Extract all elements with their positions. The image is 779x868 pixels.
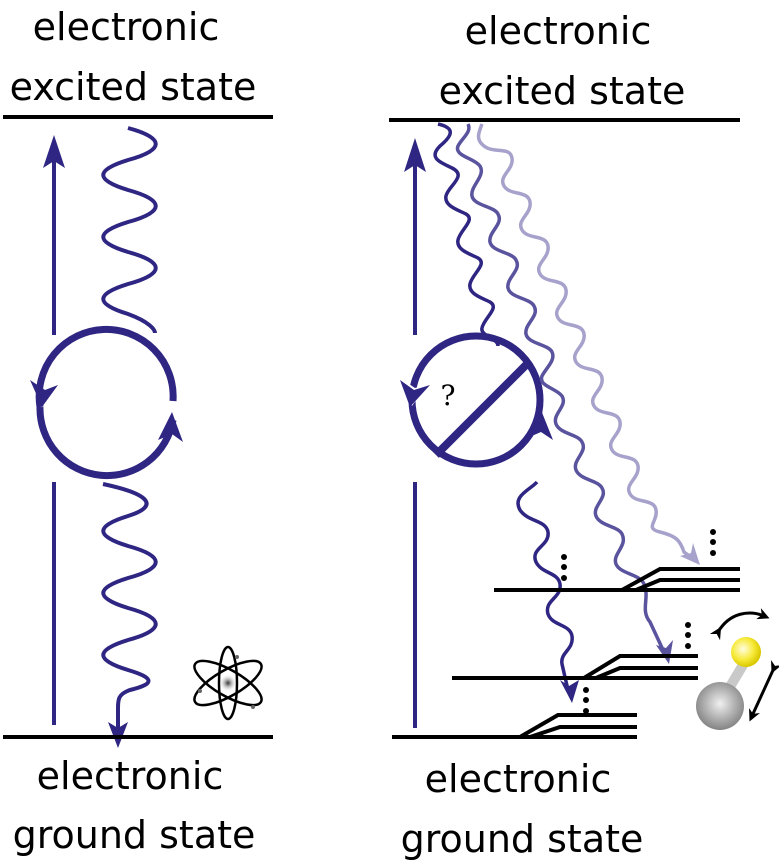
vertical-dots-mid-upper (561, 554, 567, 581)
right-cycle-slash (433, 360, 531, 458)
right-top-label-line1: electronic (465, 9, 652, 53)
left-panel: electronic excited state electronic gr (3, 5, 273, 857)
right-panel: electronic excited state ? (389, 9, 779, 861)
rotation-arrow-icon (709, 608, 770, 641)
left-cycle-arc-lower (36, 406, 177, 480)
left-cycle-arrowhead-right (158, 412, 183, 442)
vibration-arrow-icon (749, 660, 779, 722)
left-emission-wave-lower (101, 482, 158, 735)
wave-1-arrowhead (560, 680, 579, 703)
wave-3 (476, 123, 694, 560)
left-cycle-arrowhead-left (30, 380, 58, 407)
right-cycle-arrowhead-left (400, 380, 430, 407)
left-top-label-line1: electronic (33, 5, 220, 49)
right-absorption-arrowhead (404, 138, 426, 172)
diatomic-molecule-icon (696, 608, 779, 730)
right-cycle-arrowhead-right (527, 410, 553, 440)
vibrational-ladder-middle (452, 622, 698, 680)
left-cycle-arc-upper (35, 325, 177, 408)
wave-2 (455, 123, 666, 653)
left-bottom-label-line2: ground state (13, 813, 256, 857)
wave-1-upper (433, 122, 500, 347)
atom-icon (193, 645, 263, 721)
vibrational-ladder-top (494, 529, 740, 592)
cycle-question-mark: ? (440, 379, 455, 412)
right-bottom-label-line1: electronic (425, 757, 612, 801)
vibrational-ladder-bottom (392, 687, 637, 739)
wave-1-lower (516, 480, 574, 691)
left-absorption-arrowhead (43, 135, 65, 168)
right-top-label-line2: excited state (439, 69, 686, 113)
left-bottom-label-line1: electronic (37, 754, 224, 798)
right-bottom-label-line2: ground state (401, 817, 644, 861)
right-cycle-circle (408, 332, 544, 468)
wave-3-arrowhead (680, 543, 700, 565)
left-top-label-line2: excited state (10, 65, 257, 109)
left-emission-wave-upper (101, 126, 158, 334)
